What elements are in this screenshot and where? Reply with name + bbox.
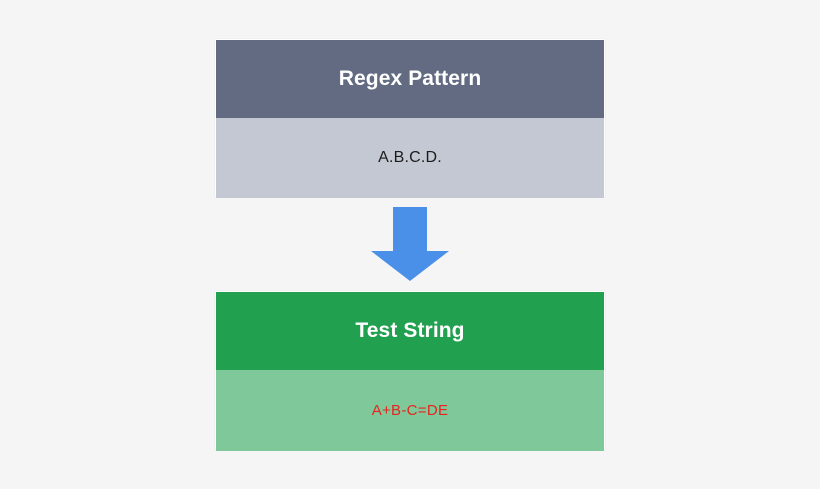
test-string-value: A+B-C=DE <box>371 402 449 419</box>
test-string-body: A+B-C=DE <box>216 370 604 451</box>
regex-pattern-header: Regex Pattern <box>216 40 604 118</box>
regex-pattern-body: A.B.C.D. <box>216 118 604 198</box>
test-string-header: Test String <box>216 292 604 370</box>
arrow-down-icon <box>371 207 449 281</box>
regex-pattern-card: Regex Pattern A.B.C.D. <box>215 39 605 198</box>
regex-pattern-value: A.B.C.D. <box>378 149 442 166</box>
test-string-card: Test String A+B-C=DE <box>215 291 605 451</box>
